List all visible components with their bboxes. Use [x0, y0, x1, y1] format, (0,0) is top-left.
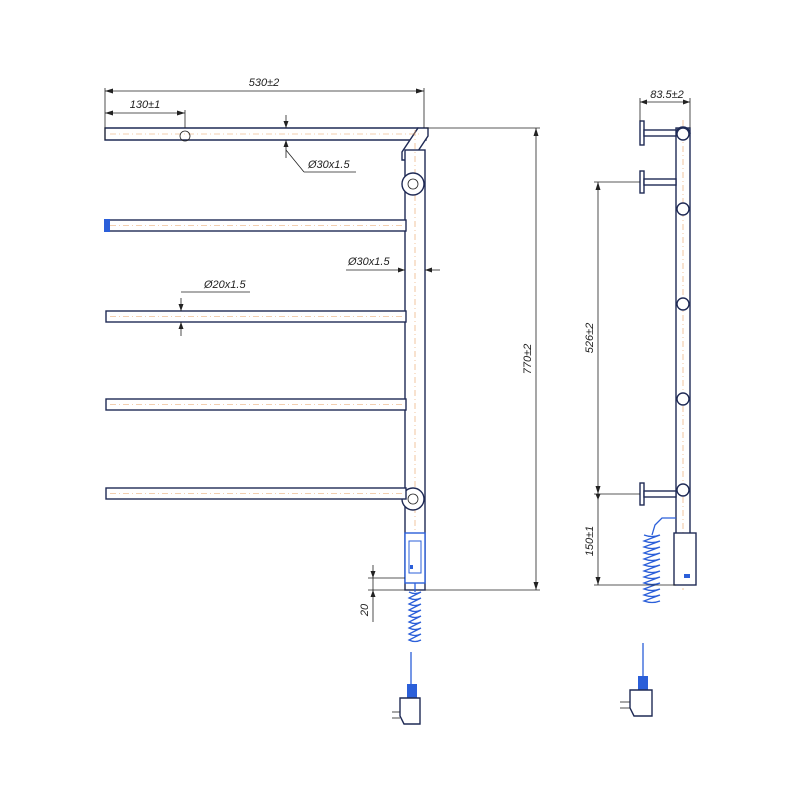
front-view: 530±2 130±1 Ø30x1.5 Ø30x1.5: [104, 77, 540, 725]
power-plug: [392, 684, 421, 725]
side-bar-1: [676, 127, 690, 141]
dim-mount-spacing-label: 526±2: [584, 323, 596, 354]
dim-bar-label: Ø20x1.5: [203, 279, 246, 291]
side-bar-3: [676, 297, 690, 311]
side-bar-4: [676, 392, 690, 406]
dim-top-tube: Ø30x1.5: [283, 115, 356, 173]
dim-side-depth-label: 83.5±2: [650, 89, 684, 101]
bar-2-endcap: [104, 219, 110, 232]
side-control-led: [684, 574, 690, 578]
coiled-cable: [407, 583, 422, 684]
side-bar-2: [676, 202, 690, 216]
control-box-led: [410, 565, 413, 569]
dim-overall-width: 530±2: [104, 77, 425, 128]
side-view: 83.5±2 526±2 150±1: [584, 89, 697, 717]
dim-overall-height: 770±2: [425, 127, 540, 591]
lower-mount-inner: [407, 493, 419, 505]
dim-side-depth: 83.5±2: [639, 89, 691, 128]
upper-mount-circle: [401, 172, 425, 196]
dim-first-mount-label: 130±1: [130, 99, 161, 111]
dim-bar: Ø20x1.5: [178, 279, 250, 336]
dim-first-mount: 130±1: [105, 99, 186, 128]
upper-mount-inner: [407, 178, 419, 190]
dim-offset-20-label: 20: [359, 603, 371, 617]
dim-bottom-mount-label: 150±1: [584, 526, 596, 557]
side-control-box: [673, 532, 697, 586]
dim-overall-width-label: 530±2: [249, 77, 280, 89]
top-bar-mount-hole: [179, 130, 191, 142]
side-coiled-cable: [642, 517, 676, 676]
side-mount-top: [639, 120, 677, 146]
side-mount-lower: [639, 482, 677, 506]
dim-upright-tube-label: Ø30x1.5: [347, 256, 390, 268]
side-mount-upper: [639, 170, 677, 194]
side-bar-5: [676, 483, 690, 497]
dim-offset-20: 20: [359, 565, 405, 622]
dim-bottom-mount: 150±1: [584, 494, 676, 586]
dim-overall-height-label: 770±2: [522, 344, 534, 375]
dim-upright-tube: Ø30x1.5: [346, 256, 440, 273]
side-power-plug: [620, 676, 653, 717]
dim-mount-spacing: 526±2: [584, 181, 640, 495]
dim-top-tube-label: Ø30x1.5: [307, 159, 350, 171]
